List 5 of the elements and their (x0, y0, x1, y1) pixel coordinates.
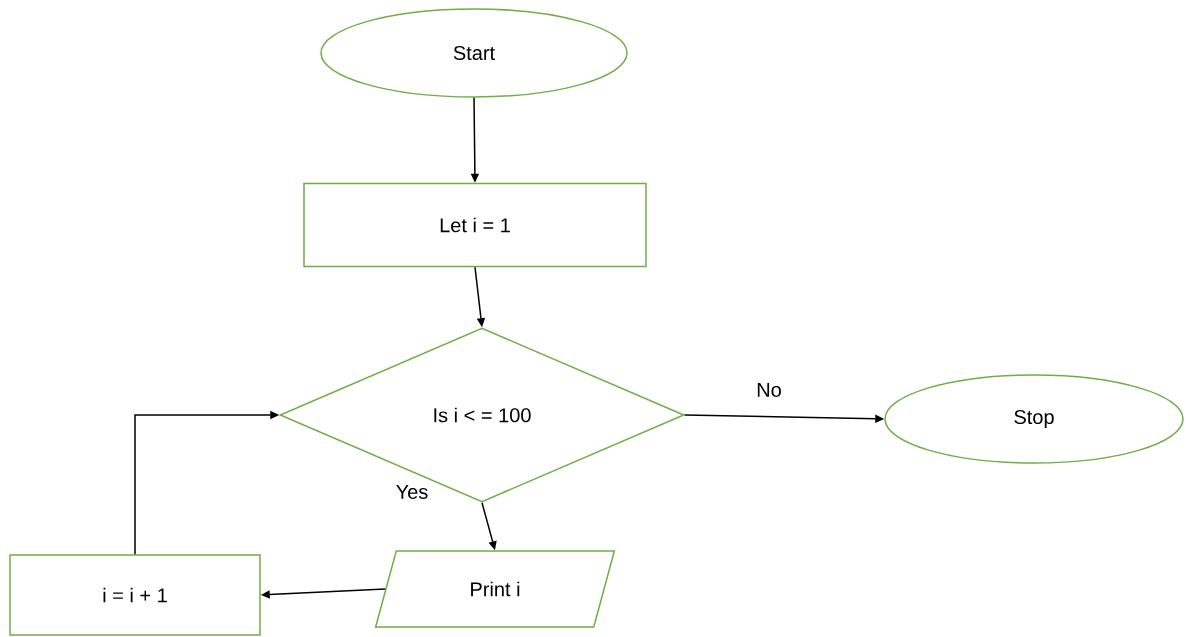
output-parallelogram: Print i (374, 550, 616, 628)
process-box: i = i + 1 (9, 554, 261, 636)
edge-label: No (755, 382, 783, 398)
edge-label: Yes (394, 484, 430, 500)
process-box: Let i = 1 (303, 182, 647, 268)
